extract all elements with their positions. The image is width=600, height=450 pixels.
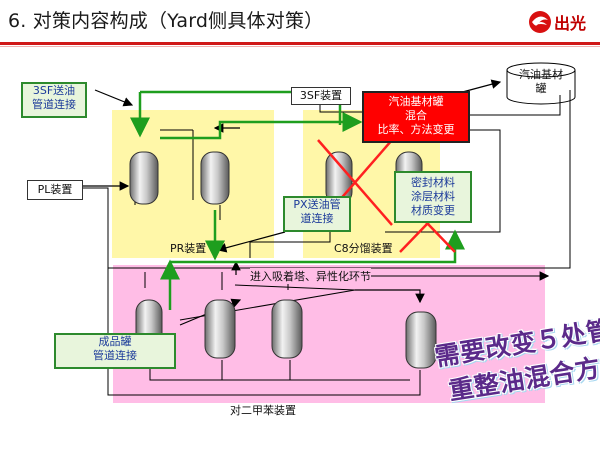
box-line: 道连接 bbox=[300, 212, 334, 225]
sf3-pipe-connection-box: 3SF送油 管道连接 bbox=[21, 82, 87, 118]
c8-unit-label: C8分馏装置 bbox=[334, 242, 393, 255]
sf3-unit-box: 3SF装置 bbox=[291, 87, 351, 105]
box-line: PL装置 bbox=[37, 183, 73, 196]
idemitsu-logo-icon bbox=[529, 11, 551, 33]
box-line: 材质变更 bbox=[411, 204, 455, 217]
box-line: 3SF装置 bbox=[299, 89, 343, 102]
box-line: 成品罐 bbox=[98, 335, 132, 348]
page-title: 6. 对策内容构成（Yard侧具体对策） bbox=[8, 10, 324, 32]
product-tank-pipe-box: 成品罐 管道连接 bbox=[54, 333, 176, 369]
box-line: 汽油基材 bbox=[519, 68, 563, 81]
vessel-px-2 bbox=[204, 299, 236, 359]
px-unit-label: 对二甲苯装置 bbox=[230, 404, 296, 417]
box-line: 密封材料 bbox=[411, 176, 455, 189]
px-pipe-connection-box: PX送油管 道连接 bbox=[283, 196, 351, 232]
pl-unit-box: PL装置 bbox=[27, 180, 83, 200]
box-line: PX送油管 bbox=[293, 198, 341, 211]
pr-unit-label: PR装置 bbox=[170, 242, 207, 255]
vessel-pr-2 bbox=[200, 151, 230, 205]
title-divider-shadow bbox=[0, 46, 600, 47]
gasoline-tank-drum bbox=[506, 62, 576, 105]
box-line: 混合 bbox=[405, 109, 427, 122]
vessel-px-4 bbox=[405, 311, 437, 369]
seal-material-change-box: 密封材料 涂层材料 材质变更 bbox=[394, 171, 472, 223]
box-line: 管道连接 bbox=[32, 98, 76, 111]
adsorption-label: 进入吸着塔、异性化环节 bbox=[250, 268, 371, 284]
box-line: 涂层材料 bbox=[411, 190, 455, 203]
box-line: 汽油基材罐 bbox=[388, 95, 444, 108]
box-line: 管道连接 bbox=[93, 349, 137, 362]
box-line: 比率、方法变更 bbox=[377, 123, 455, 136]
gasoline-tank-label: 汽油基材 罐 bbox=[507, 68, 575, 98]
box-line: 罐 bbox=[535, 82, 547, 95]
vessel-px-3 bbox=[271, 299, 303, 359]
box-line: 3SF送油 bbox=[32, 84, 76, 97]
title-divider bbox=[0, 42, 600, 45]
company-logo-text: 出光 bbox=[554, 14, 587, 33]
vessel-pr-1 bbox=[129, 151, 159, 205]
blend-change-box: 汽油基材罐 混合 比率、方法变更 bbox=[362, 91, 470, 143]
